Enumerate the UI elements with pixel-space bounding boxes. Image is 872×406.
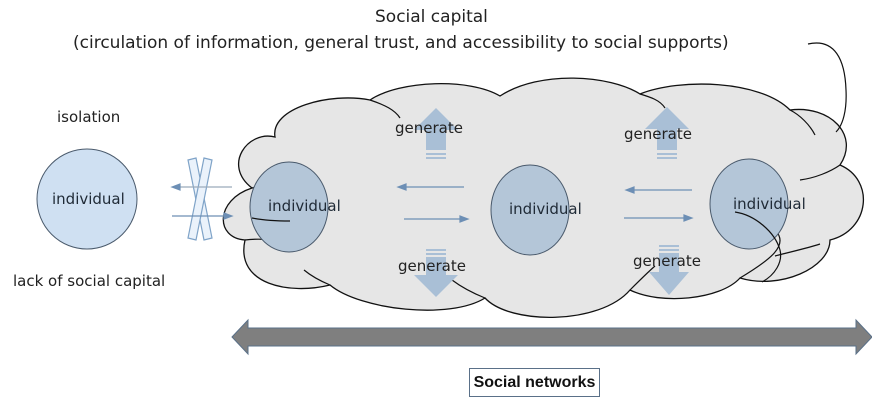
- network-individual-node-3[interactable]: [709, 158, 789, 250]
- network-node-label-3: individual: [733, 195, 806, 213]
- generate-label-3: generate: [624, 125, 692, 143]
- cloud-edge-overlay: [251, 211, 821, 283]
- network-node-label-1: individual: [268, 197, 341, 215]
- isolation-heading: isolation: [57, 108, 121, 126]
- blocked-connection-icon: [187, 157, 213, 241]
- generate-label-1: generate: [395, 119, 463, 137]
- network-individual-node-2[interactable]: [490, 164, 570, 256]
- network-individual-node-1[interactable]: [249, 161, 329, 253]
- generate-label-2: generate: [398, 257, 466, 275]
- social-networks-axis-arrow: [231, 318, 872, 356]
- isolated-individual-node[interactable]: [36, 148, 138, 250]
- flow-arrows: [396, 183, 694, 223]
- isolated-flow-arrows: [170, 183, 234, 220]
- generate-arrows: [414, 107, 689, 297]
- isolated-individual-label: individual: [52, 190, 125, 208]
- social-capital-description: (circulation of information, general tru…: [73, 33, 729, 53]
- generate-label-4: generate: [633, 252, 701, 270]
- network-node-label-2: individual: [509, 200, 582, 218]
- social-capital-title: Social capital: [375, 7, 488, 27]
- social-networks-label: Social networks: [469, 368, 600, 397]
- lack-of-social-capital-caption: lack of social capital: [13, 272, 166, 290]
